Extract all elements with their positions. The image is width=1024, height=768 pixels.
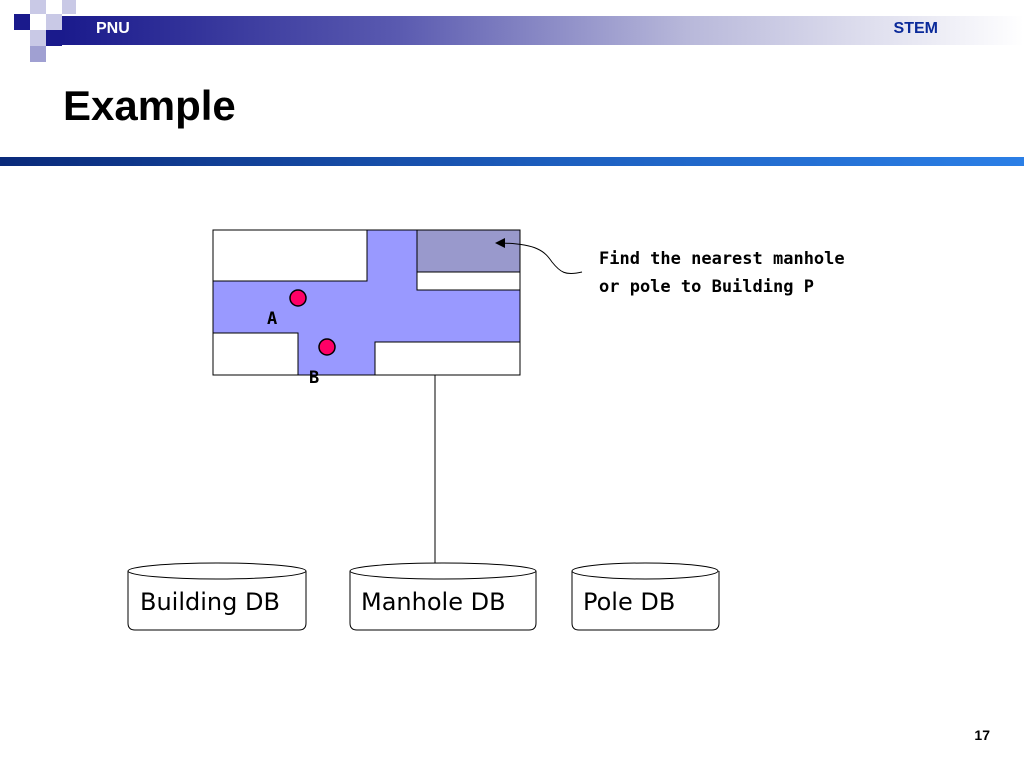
- callout-text: Find the nearest manhole or pole to Buil…: [599, 245, 845, 301]
- building-block-bottom-left: [212, 332, 299, 376]
- building-db-cylinder: [127, 562, 307, 631]
- map-border: [212, 229, 521, 376]
- building-block-middle-right: [416, 271, 521, 291]
- header-left-label: PNU: [96, 20, 130, 37]
- building-db-label: Building DB: [140, 588, 280, 616]
- map: [212, 229, 521, 376]
- building-block-bottom-right: [374, 341, 521, 376]
- callout-line-1: Find the nearest manhole: [599, 249, 845, 269]
- header-right-label: STEM: [893, 20, 938, 37]
- pole-db-label: Pole DB: [583, 588, 676, 616]
- building-p: [416, 229, 521, 273]
- point-b-label: B: [309, 368, 320, 388]
- slide-title: Example: [63, 82, 236, 129]
- point-a-label: A: [267, 309, 278, 329]
- callout-connector: [495, 238, 583, 275]
- page-number: 17: [974, 727, 990, 743]
- header-bar: [62, 16, 1024, 45]
- title-rule: [0, 157, 1024, 166]
- pole-db-cylinder: [571, 562, 720, 631]
- building-block-top-left: [212, 229, 368, 282]
- point-a-marker: [289, 289, 307, 307]
- manhole-db-cylinder: [349, 562, 537, 631]
- callout-line-2: or pole to Building P: [599, 277, 814, 297]
- point-b-marker: [318, 338, 336, 356]
- manhole-db-label: Manhole DB: [361, 588, 506, 616]
